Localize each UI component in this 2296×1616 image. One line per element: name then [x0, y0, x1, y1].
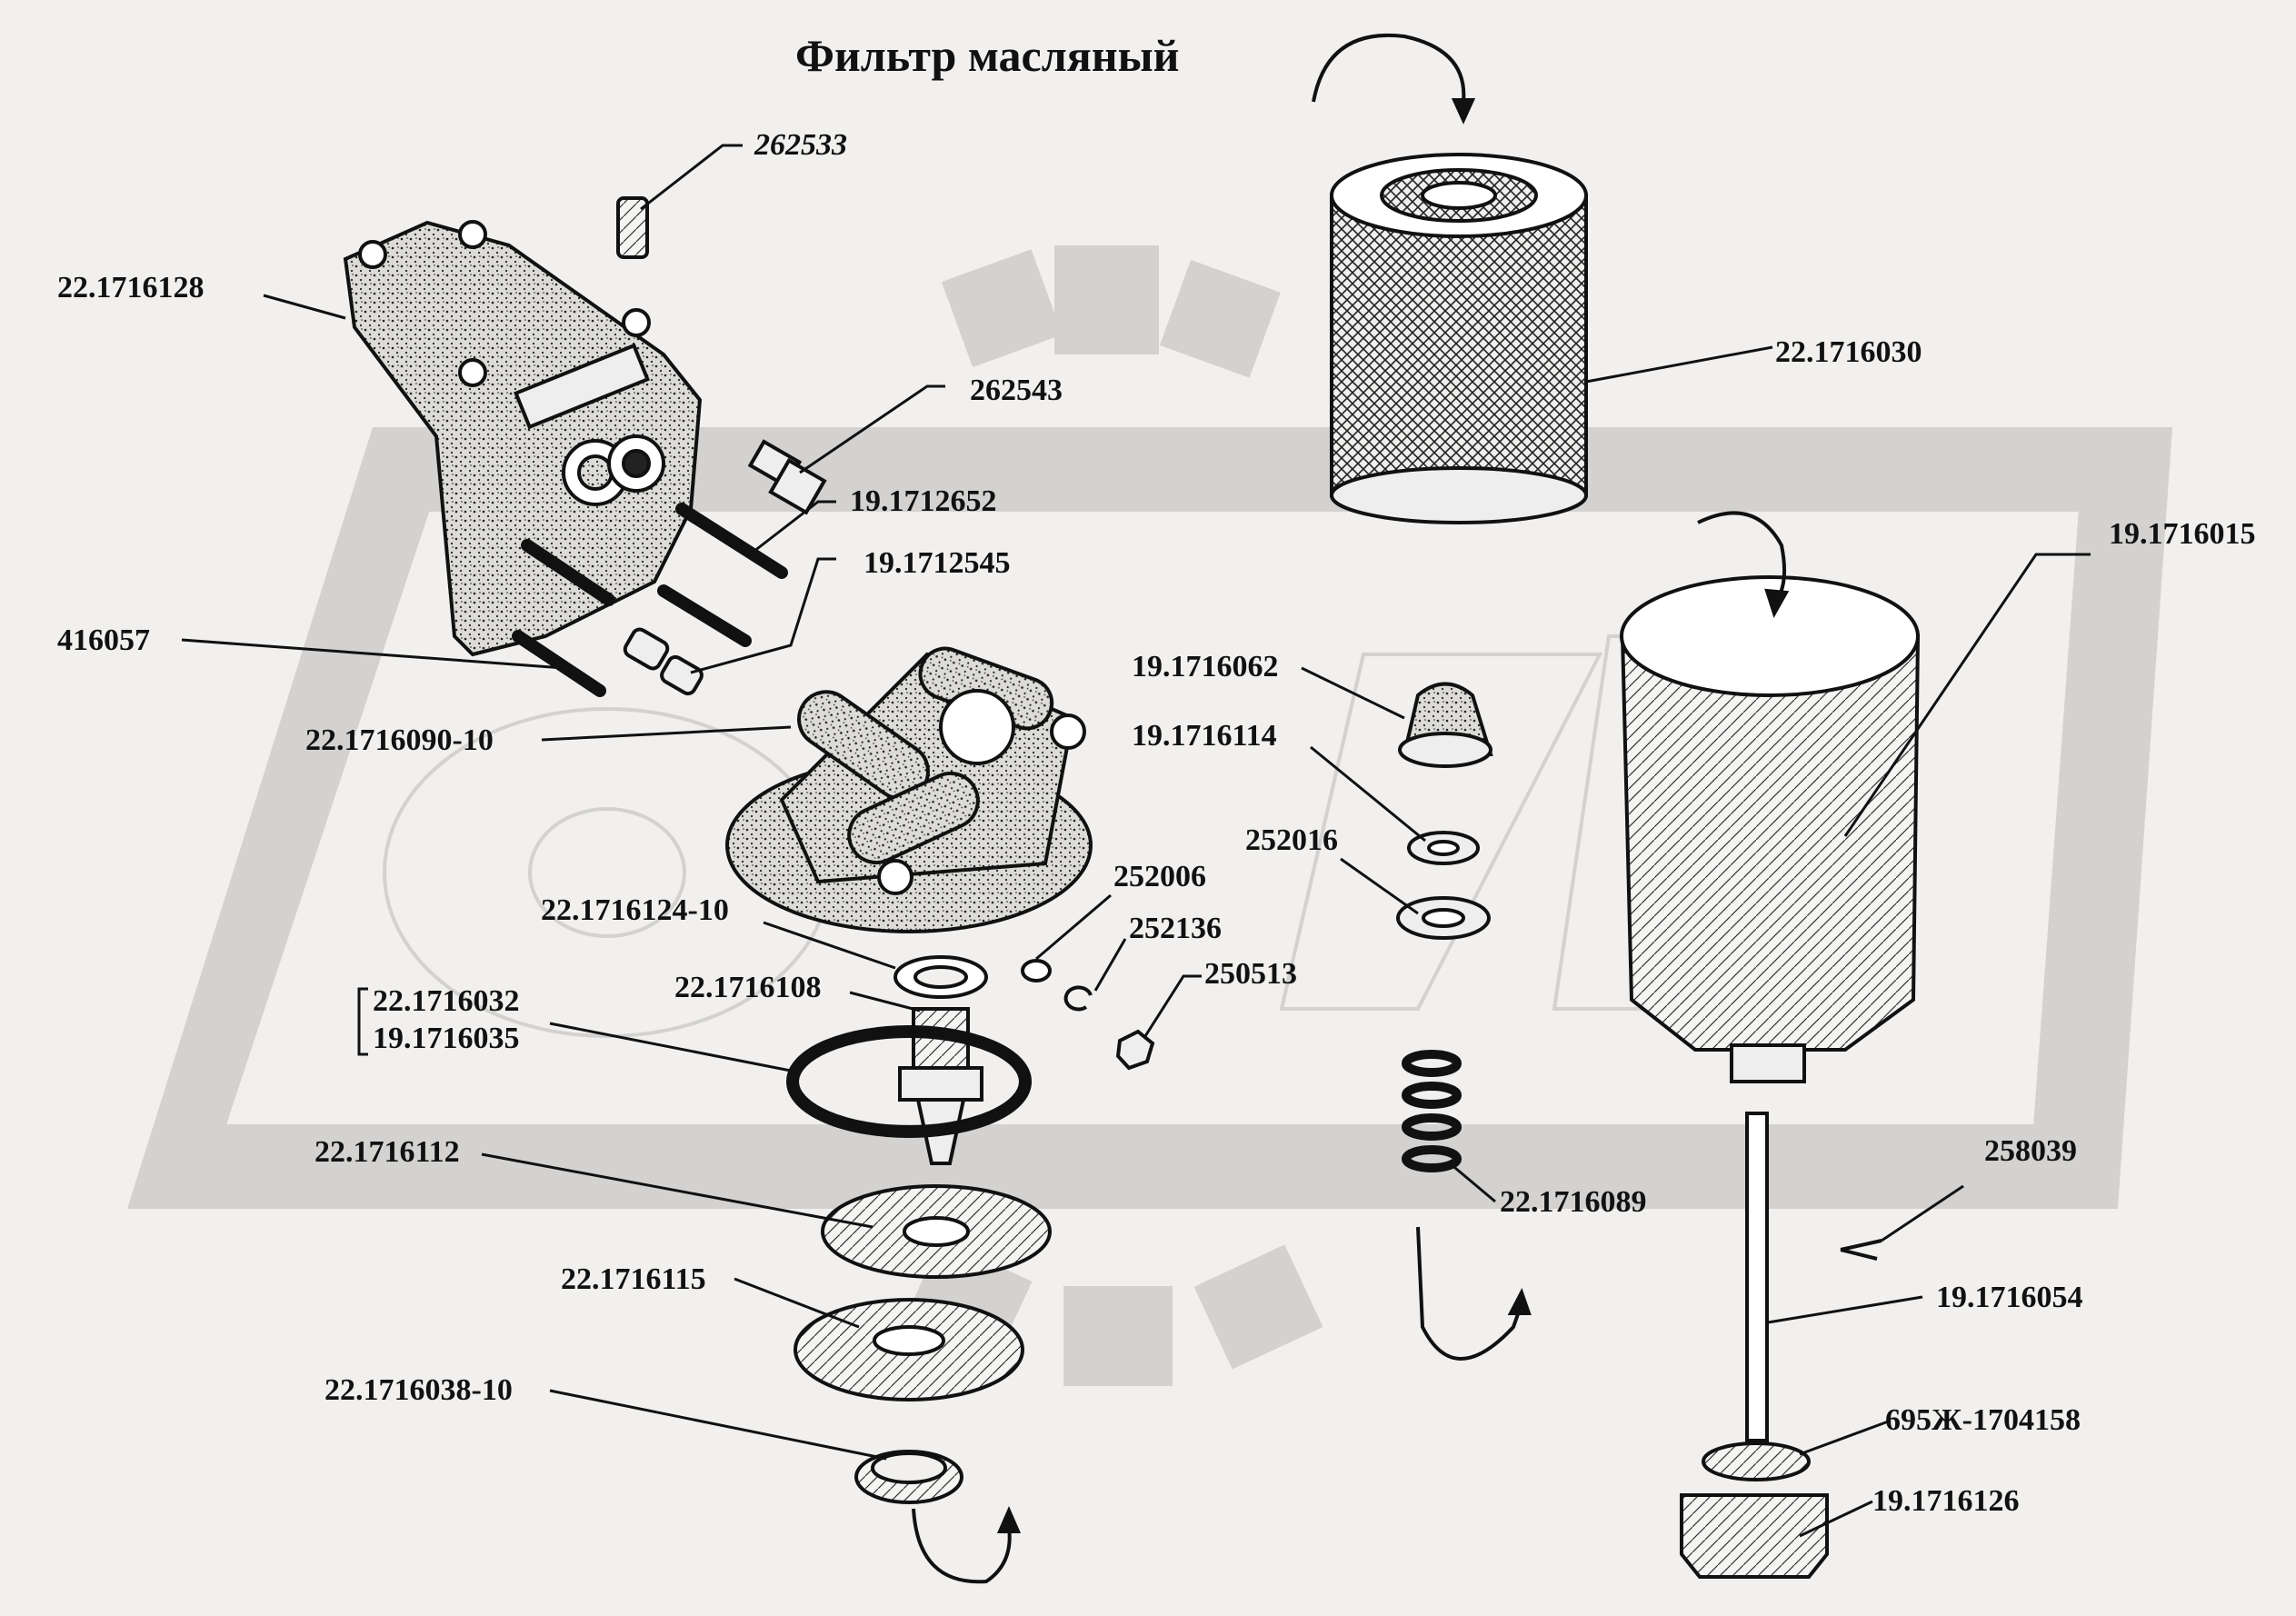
- rotation-arrow-top: [1312, 34, 1476, 125]
- label-252136: 252136: [1129, 912, 1222, 945]
- label-22-1716089: 22.1716089: [1500, 1185, 1647, 1219]
- label-250513: 250513: [1204, 957, 1297, 991]
- ring-22-1716038-10: [854, 1450, 963, 1504]
- label-22-1716032: 22.1716032: [373, 984, 520, 1018]
- label-262533: 262533: [754, 128, 847, 162]
- studs-part: [512, 503, 788, 697]
- label-22-1716038-10: 22.1716038-10: [324, 1373, 513, 1407]
- rotation-arrow-bottom: [912, 1505, 1022, 1584]
- washer-19-1716114: [1407, 831, 1480, 865]
- sleeves-part: [623, 627, 704, 696]
- filter-cover-part: [725, 646, 1093, 933]
- label-19-1716035: 19.1716035: [373, 1022, 520, 1055]
- bracket-part: [343, 220, 703, 657]
- cotter-pin-part: [1840, 1239, 1882, 1261]
- label-252006: 252006: [1113, 860, 1206, 893]
- diagram-title: Фильтр масляный: [795, 30, 1180, 81]
- label-22-1716112: 22.1716112: [314, 1135, 460, 1169]
- label-262543: 262543: [970, 374, 1063, 407]
- label-19-1712545: 19.1712545: [863, 546, 1011, 580]
- spring-washer-252136: [1063, 985, 1093, 1012]
- rod-part: [1745, 1112, 1769, 1442]
- label-22-1716115: 22.1716115: [561, 1262, 706, 1296]
- plug-part: [616, 196, 649, 259]
- label-22-1716128: 22.1716128: [57, 271, 205, 304]
- cap-part: [1398, 682, 1493, 768]
- o-ring-part: [786, 1025, 1032, 1138]
- rotation-arrow-housing: [1697, 511, 1790, 618]
- filter-element-part: [1330, 153, 1588, 524]
- label-22-1716090-10: 22.1716090-10: [305, 723, 494, 757]
- label-258039: 258039: [1984, 1134, 2077, 1168]
- label-22-1716030: 22.1716030: [1775, 335, 1922, 369]
- label-19-1712652: 19.1712652: [850, 484, 997, 518]
- label-22-1716124-10: 22.1716124-10: [541, 893, 729, 927]
- label-19-1716054: 19.1716054: [1936, 1281, 2083, 1314]
- washer-252016: [1396, 896, 1491, 940]
- gasket-695zh: [1702, 1441, 1811, 1481]
- disk-22-1716112: [821, 1184, 1052, 1279]
- label-416057: 416057: [57, 623, 150, 657]
- rotation-arrow-spring: [1416, 1226, 1532, 1361]
- spring-part: [1402, 1050, 1462, 1172]
- label-22-1716108: 22.1716108: [674, 971, 822, 1004]
- washer-252006: [1021, 959, 1052, 983]
- gasket-part: [893, 955, 988, 999]
- bolt-part: [747, 439, 827, 515]
- housing-part: [1620, 575, 1921, 1083]
- label-19-1716015: 19.1716015: [2109, 517, 2256, 551]
- label-19-1716126: 19.1716126: [1872, 1484, 2020, 1518]
- nut-19-1716126: [1680, 1493, 1829, 1579]
- leader-lines: [181, 144, 2091, 1538]
- label-695zh-1704158: 695Ж-1704158: [1885, 1403, 2081, 1437]
- nut-250513: [1115, 1029, 1155, 1071]
- label-19-1716114: 19.1716114: [1132, 719, 1277, 753]
- label-252016: 252016: [1245, 823, 1338, 857]
- label-19-1716062: 19.1716062: [1132, 650, 1279, 683]
